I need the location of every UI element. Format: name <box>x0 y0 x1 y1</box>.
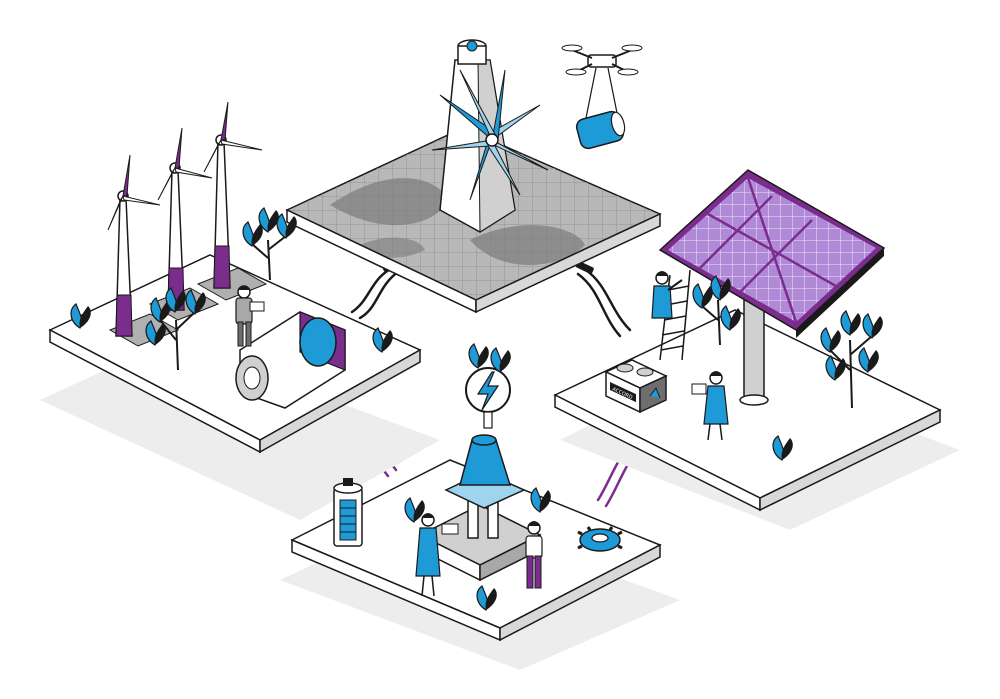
person-icon <box>651 271 683 319</box>
battery-icon <box>575 110 626 150</box>
plant-icon <box>692 275 742 346</box>
laptop-icon <box>691 383 707 395</box>
gear-icon <box>577 526 623 552</box>
drone-icon <box>561 44 643 150</box>
person-icon <box>415 513 459 597</box>
person-icon <box>525 521 543 589</box>
vertical-wind-turbine <box>431 39 549 233</box>
laptop-icon <box>249 301 265 312</box>
lightning-bolt-icon <box>465 343 512 429</box>
battery-icon <box>235 311 346 409</box>
wind-farm-platform <box>48 254 422 454</box>
battery-icon <box>333 478 363 547</box>
laptop-icon <box>441 523 459 535</box>
person-icon <box>235 285 265 347</box>
generator-unit: ACCORD <box>604 359 668 414</box>
solar-panel-icon <box>658 169 886 406</box>
person-icon <box>691 371 729 441</box>
plant-icon <box>820 310 884 409</box>
plant-icon <box>242 207 298 281</box>
wind-turbine-icon <box>196 101 268 301</box>
plant-icon <box>145 287 207 371</box>
